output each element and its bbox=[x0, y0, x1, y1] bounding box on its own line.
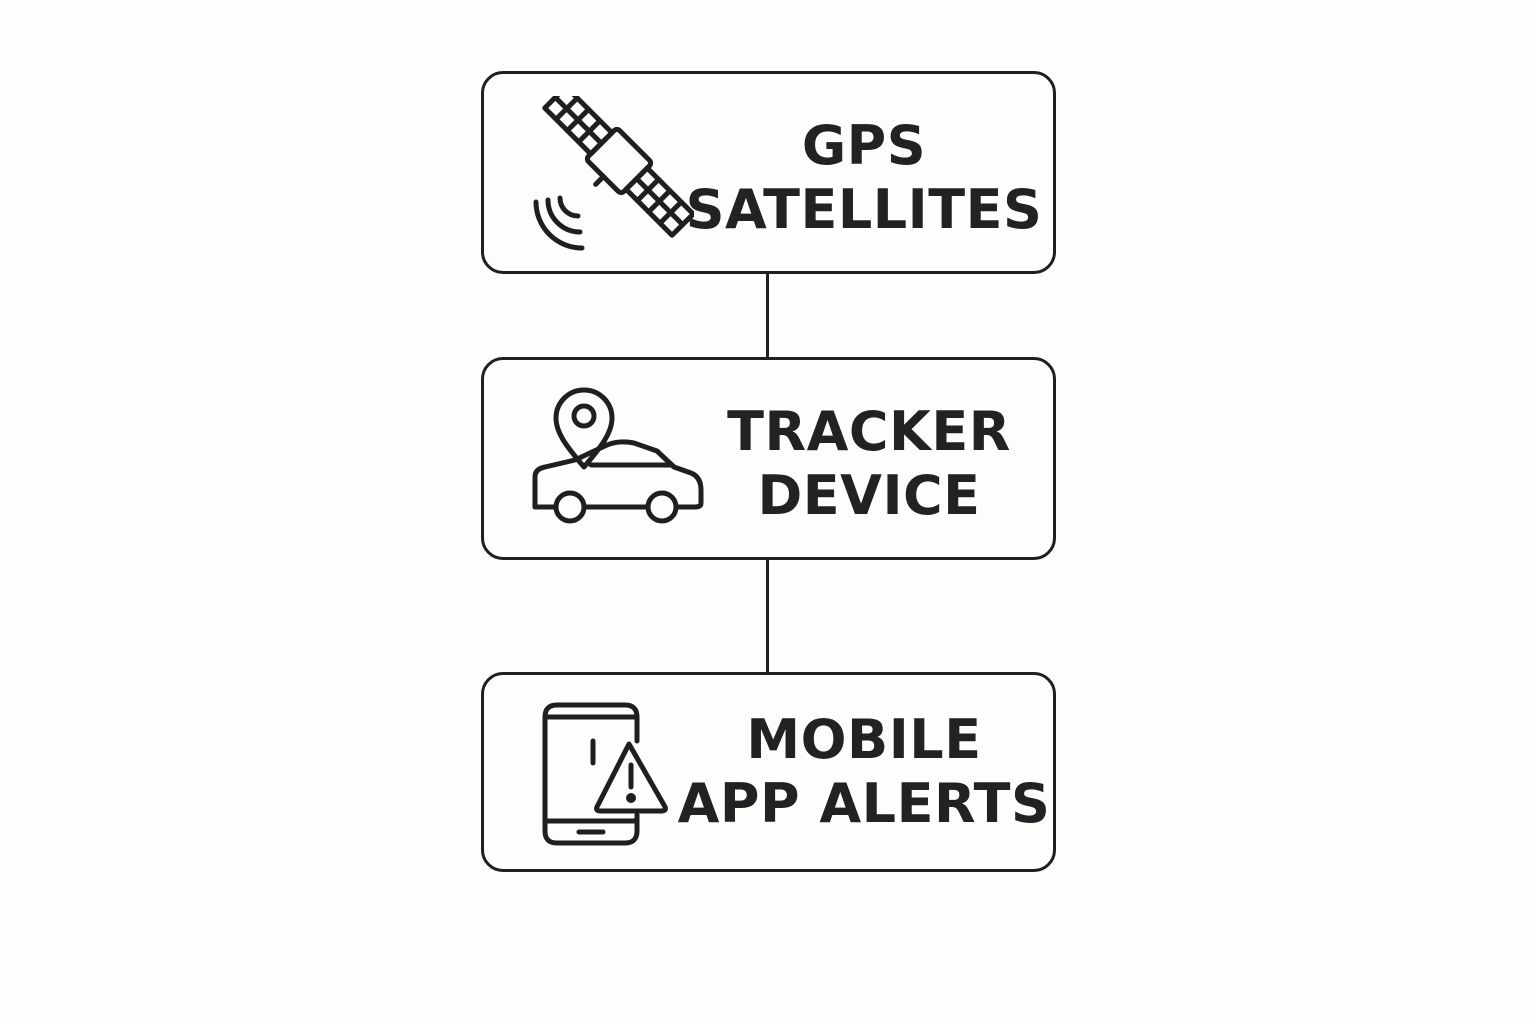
node-label-line: TRACKER bbox=[727, 400, 1011, 463]
connector-line bbox=[766, 274, 769, 357]
mobile-app-alerts-node: MOBILE APP ALERTS bbox=[481, 672, 1056, 872]
node-label: MOBILE APP ALERTS bbox=[678, 708, 1050, 836]
node-label: GPS SATELLITES bbox=[684, 114, 1044, 242]
gps-satellites-node: GPS SATELLITES bbox=[481, 71, 1056, 274]
node-label: TRACKER DEVICE bbox=[704, 400, 1034, 528]
node-label-line: DEVICE bbox=[757, 464, 981, 527]
connector-line bbox=[766, 560, 769, 672]
node-label-line: GPS bbox=[801, 114, 927, 177]
car-location-pin-icon bbox=[529, 385, 709, 535]
node-label-line: SATELLITES bbox=[685, 178, 1043, 241]
phone-alert-icon bbox=[541, 701, 681, 851]
node-label-line: APP ALERTS bbox=[677, 772, 1051, 835]
satellite-icon bbox=[524, 96, 694, 256]
tracker-device-node: TRACKER DEVICE bbox=[481, 357, 1056, 560]
node-label-line: MOBILE bbox=[746, 708, 982, 771]
